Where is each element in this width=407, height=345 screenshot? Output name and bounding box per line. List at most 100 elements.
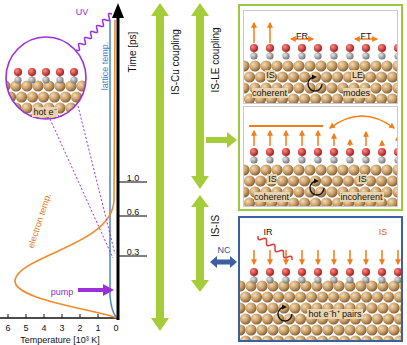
ir-pulse xyxy=(258,236,292,260)
carbon-atom xyxy=(266,52,273,59)
copper-atom xyxy=(381,60,392,71)
copper-atom xyxy=(315,60,326,71)
copper-atom xyxy=(311,324,322,335)
carbon-atom xyxy=(346,276,353,283)
text-slot: lattice temp. xyxy=(94,42,112,91)
carbon-atom xyxy=(250,156,257,163)
copper-atom xyxy=(337,164,348,175)
copper-atom xyxy=(321,71,332,82)
copper-atom xyxy=(277,71,288,82)
stretch-arrow xyxy=(365,250,367,264)
oxygen-atom xyxy=(314,44,322,52)
copper-atom xyxy=(288,71,299,82)
label: 1.0 xyxy=(127,173,140,183)
stretch-arrow xyxy=(269,23,271,43)
copper-atom xyxy=(82,113,93,124)
text-slot: IS xyxy=(379,221,388,239)
carbon-atom xyxy=(330,52,337,59)
node-text: hot e⁻ xyxy=(32,107,57,117)
carbon-atom xyxy=(56,76,63,83)
copper-atom xyxy=(0,102,11,113)
label: 2 xyxy=(77,323,82,333)
stretch-arrow xyxy=(253,23,255,43)
carbon-atom xyxy=(70,76,77,83)
pointer-arrow xyxy=(206,132,237,148)
stretch-arrow xyxy=(333,250,335,264)
copper-atom xyxy=(366,302,377,313)
text-slot: IS-LE coupling xyxy=(205,27,223,92)
copper-atom xyxy=(339,335,350,340)
copper-atom xyxy=(370,82,381,93)
copper-atom xyxy=(256,302,267,313)
copper-atom xyxy=(372,291,383,302)
copper-atom xyxy=(332,175,343,186)
stretch-arrow xyxy=(301,250,303,264)
label: lattice temp. xyxy=(100,42,110,91)
copper-atom xyxy=(366,324,377,335)
label: IS-IS xyxy=(210,215,221,237)
copper-atom xyxy=(273,335,284,340)
oxygen-atom xyxy=(282,44,290,52)
label: Time [ps] xyxy=(127,32,138,73)
copper-atom xyxy=(288,93,299,103)
oxygen-atom xyxy=(266,268,274,276)
oxygen-atom xyxy=(250,268,258,276)
coupling-arrow xyxy=(191,3,209,189)
oxygen-atom xyxy=(330,148,338,156)
oxygen-atom xyxy=(346,148,354,156)
copper-atom xyxy=(343,175,354,186)
rotation-arrow xyxy=(278,307,292,321)
copper-atom xyxy=(244,175,255,186)
carbon-atom xyxy=(314,276,321,283)
text-slot: NC xyxy=(218,239,231,257)
copper-atom xyxy=(310,197,321,206)
copper-atom xyxy=(240,324,246,335)
text-slot: 1 xyxy=(95,317,100,335)
oxygen-atom xyxy=(314,148,322,156)
stretch-arrow xyxy=(381,250,383,264)
oxygen-atom xyxy=(298,44,306,52)
copper-atom xyxy=(289,280,300,291)
copper-atom xyxy=(5,113,16,124)
node-text: IR xyxy=(264,227,273,237)
ellipse-outline xyxy=(6,37,86,119)
copper-atom xyxy=(317,335,328,340)
copper-atom xyxy=(326,164,337,175)
carbon-atom xyxy=(250,276,257,283)
copper-atom xyxy=(289,324,300,335)
copper-atom xyxy=(370,164,381,175)
copper-atom xyxy=(326,82,337,93)
carbon-atom xyxy=(314,156,321,163)
node-text: LE modes xyxy=(343,70,371,98)
label: 0.3 xyxy=(127,247,140,257)
copper-atom xyxy=(387,71,398,82)
copper-atom xyxy=(350,335,361,340)
copper-atom xyxy=(310,93,321,103)
oxygen-atom xyxy=(282,268,290,276)
copper-atom xyxy=(262,335,273,340)
oxygen-atom xyxy=(314,268,322,276)
copper-atom xyxy=(256,324,267,335)
copper-atom xyxy=(310,71,321,82)
text-slot: 4 xyxy=(41,317,46,335)
copper-atom xyxy=(304,164,315,175)
text-slot: UV xyxy=(76,1,89,19)
copper-atom xyxy=(394,291,401,302)
copper-atom xyxy=(315,164,326,175)
carbon-atom xyxy=(28,76,35,83)
copper-atom xyxy=(249,164,260,175)
copper-atom xyxy=(65,102,76,113)
oxygen-atom xyxy=(362,148,370,156)
copper-atom xyxy=(394,313,401,324)
oxygen-atom xyxy=(250,148,258,156)
copper-atom xyxy=(394,335,401,340)
copper-atom xyxy=(244,60,250,71)
text-slot: electron temp. xyxy=(21,190,56,250)
oxygen-atom xyxy=(298,268,306,276)
electron-curve xyxy=(15,20,117,318)
carbon-atom xyxy=(266,276,273,283)
copper-atom xyxy=(71,113,82,124)
oxygen-atom xyxy=(346,268,354,276)
dotted-guide xyxy=(50,119,113,258)
